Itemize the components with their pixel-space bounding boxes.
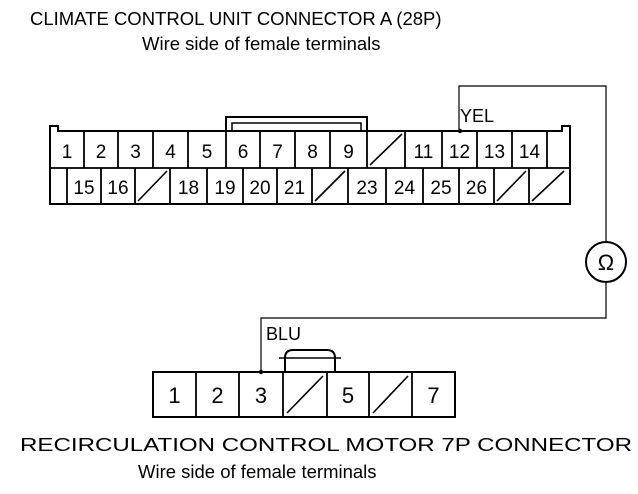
pin-label: 14 (519, 142, 541, 163)
pin-label: 21 (284, 178, 305, 199)
ohm-symbol: Ω (598, 250, 614, 275)
pin-label: 11 (414, 142, 434, 163)
connector-a-subtitle: Wire side of female terminals (142, 33, 381, 54)
connector-b-title: RECIRCULATION CONTROL MOTOR 7P CONNECTOR (20, 434, 632, 455)
pin-label: 26 (466, 178, 487, 199)
empty-cavity-slash (496, 170, 527, 202)
empty-cavity-slash (531, 170, 565, 202)
connector-a-lock-tab (225, 116, 368, 131)
pin-label: 23 (356, 178, 377, 199)
pin-label: 3 (255, 383, 267, 408)
empty-cavity-slash (369, 133, 403, 166)
ohmmeter-icon (585, 241, 627, 283)
connector-a-row2: 15 16 18 19 20 21 23 24 25 26 (66, 168, 565, 204)
wire-color-blu: BLU (266, 324, 301, 344)
pin-label: 12 (449, 142, 470, 163)
pin-label: 6 (238, 142, 249, 163)
wire-color-yel: YEL (460, 106, 494, 126)
pin-label: 8 (307, 142, 318, 163)
pin-label: 5 (342, 383, 354, 408)
pin-label: 7 (272, 142, 283, 163)
pin-label: 5 (202, 142, 213, 163)
pin-label: 19 (214, 178, 235, 199)
empty-cavity-slash (137, 170, 168, 202)
pin-label: 9 (343, 142, 354, 163)
connector-b-subtitle: Wire side of female terminals (138, 461, 377, 482)
pin-label: 4 (165, 142, 176, 163)
pin-label: 18 (178, 178, 199, 199)
wire-blu (260, 283, 607, 372)
empty-cavity-slash (286, 375, 324, 414)
connector-a: 1 2 3 4 5 6 7 8 9 11 12 13 14 (49, 116, 571, 205)
empty-cavity-slash (372, 375, 409, 414)
pin-label: 20 (249, 178, 270, 199)
pin-label: 24 (394, 178, 416, 199)
connector-a-row1: 1 2 3 4 5 6 7 8 9 11 12 13 14 (62, 131, 548, 168)
wire-yel (458, 85, 607, 241)
pin-label: 16 (107, 178, 128, 199)
ohmmeter: Ω (585, 241, 627, 283)
empty-cavity-slash (314, 170, 346, 202)
connector-b-housing (152, 371, 456, 418)
pin-label: 15 (73, 178, 94, 199)
connector-b: 1 2 3 5 7 (152, 349, 456, 418)
pin-label: 1 (168, 383, 180, 408)
connector-a-housing (49, 125, 571, 205)
pin-label: 2 (211, 383, 223, 408)
pin-label: 1 (62, 142, 73, 163)
pin-label: 2 (96, 142, 107, 163)
connector-b-lock-tab (284, 349, 336, 372)
probe-point (457, 128, 463, 134)
pin-label: 13 (484, 142, 505, 163)
connector-a-title: CLIMATE CONTROL UNIT CONNECTOR A (28P) (30, 8, 442, 29)
pin-label: 7 (427, 383, 439, 408)
pin-label: 25 (430, 178, 451, 199)
pin-label: 3 (130, 142, 141, 163)
